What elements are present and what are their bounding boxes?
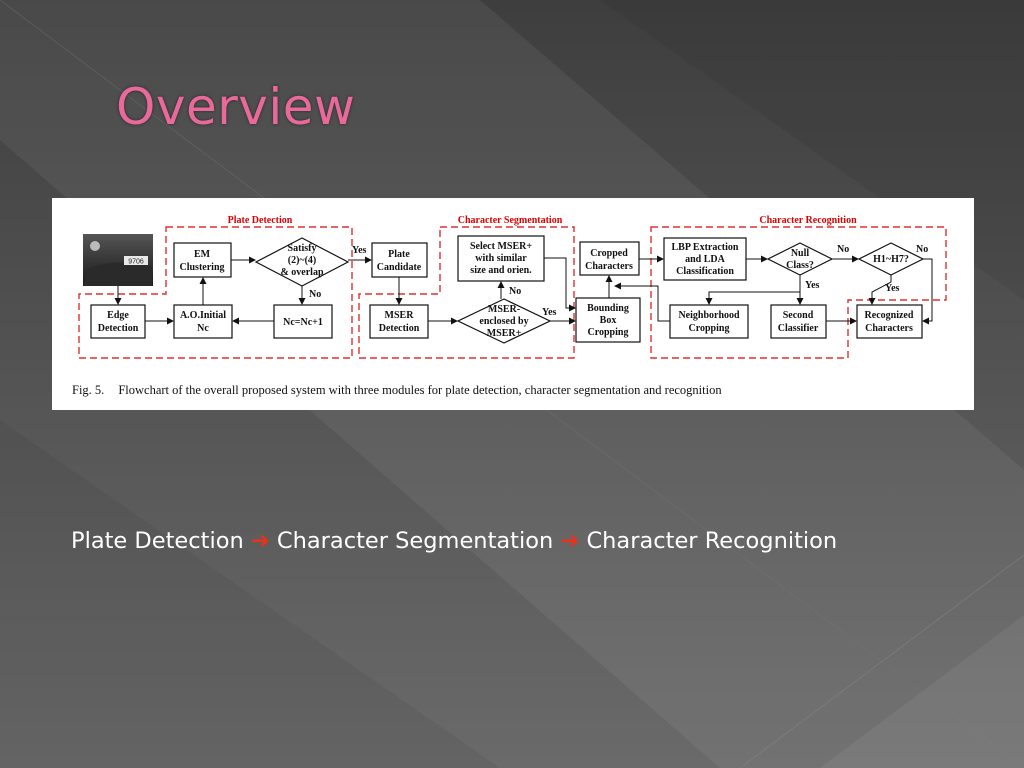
nc-increment-box: [273, 304, 333, 339]
bounding-box-cropping-box: [575, 297, 641, 343]
svg-text:Yes: Yes: [885, 283, 900, 294]
second-classifier-box: [770, 304, 827, 339]
pipeline-step-char-segmentation: Character Segmentation: [276, 528, 554, 554]
mser-detection-box: [369, 304, 429, 339]
car-plate-image: 9706: [83, 234, 153, 286]
arrow-h-to-recognized: [922, 258, 933, 325]
svg-text:No: No: [309, 289, 321, 300]
h1-h7-label: H1~H7?: [873, 254, 909, 265]
arrow-select-to-bbox: [544, 257, 576, 312]
flowchart-figure: Plate Detection Character Segmentation C…: [52, 198, 974, 410]
arrow-h-yes: [868, 275, 892, 305]
svg-text:No: No: [916, 244, 928, 255]
svg-text:Yes: Yes: [352, 245, 367, 256]
char-recognition-region: [650, 226, 947, 359]
satisfy-label: Satisfy(2)~(4)& overlap: [280, 243, 323, 278]
svg-text:Yes: Yes: [542, 307, 557, 318]
module-label-char-recognition: Character Recognition: [759, 215, 857, 226]
right-arrow-icon: ➔: [250, 528, 270, 554]
char-segmentation-region: [358, 226, 575, 359]
pipeline-summary: Plate Detection ➔ Character Segmentation…: [71, 528, 837, 554]
svg-text:No: No: [509, 286, 521, 297]
recognized-characters-box: [856, 304, 923, 339]
arrow-neighborhood-to-cropped: [614, 282, 670, 322]
plate-candidate-box: [371, 242, 428, 278]
mser-enclosed-decision: [456, 298, 552, 344]
svg-text:9706: 9706: [128, 259, 144, 266]
slide-title: Overview: [116, 78, 356, 136]
svg-text:No: No: [837, 244, 849, 255]
plate-detection-region: [78, 226, 353, 359]
pipeline-step-char-recognition: Character Recognition: [586, 528, 838, 554]
right-arrow-icon: ➔: [560, 528, 580, 554]
svg-text:Yes: Yes: [805, 280, 820, 291]
em-clustering-box: [173, 242, 232, 278]
pipeline-step-plate-detection: Plate Detection: [71, 528, 244, 554]
figure-caption: Fig. 5.Flowchart of the overall proposed…: [72, 383, 722, 397]
module-label-plate-detection: Plate Detection: [228, 215, 293, 226]
module-label-char-segmentation: Character Segmentation: [458, 215, 563, 226]
nc-increment-label: Nc=Nc+1: [283, 317, 323, 328]
